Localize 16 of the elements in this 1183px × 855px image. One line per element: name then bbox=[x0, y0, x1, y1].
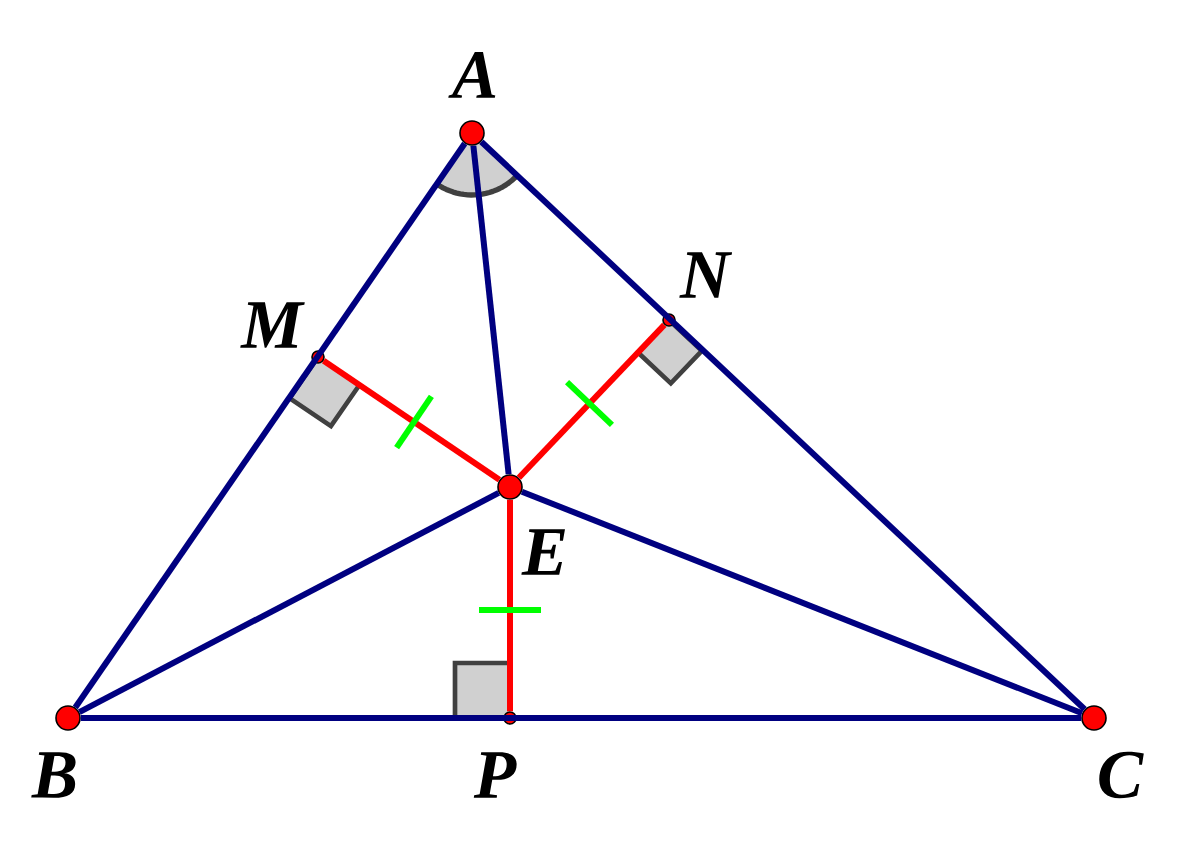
point-label: N bbox=[679, 252, 733, 298]
line-segment bbox=[520, 488, 1084, 717]
point-label: A bbox=[448, 52, 496, 98]
line-segment bbox=[507, 499, 513, 712]
line-segment bbox=[321, 358, 502, 483]
line-segment bbox=[470, 145, 512, 475]
line-segment bbox=[77, 490, 501, 715]
point-label: P bbox=[473, 752, 517, 798]
point-label: B bbox=[31, 752, 76, 798]
point-label: C bbox=[1099, 751, 1144, 799]
point-label: M bbox=[240, 302, 305, 348]
line-segment bbox=[72, 141, 468, 710]
line-segment bbox=[80, 715, 1082, 721]
point-label: E bbox=[521, 529, 565, 575]
line-segment bbox=[516, 322, 667, 480]
line-segment bbox=[479, 139, 1087, 712]
